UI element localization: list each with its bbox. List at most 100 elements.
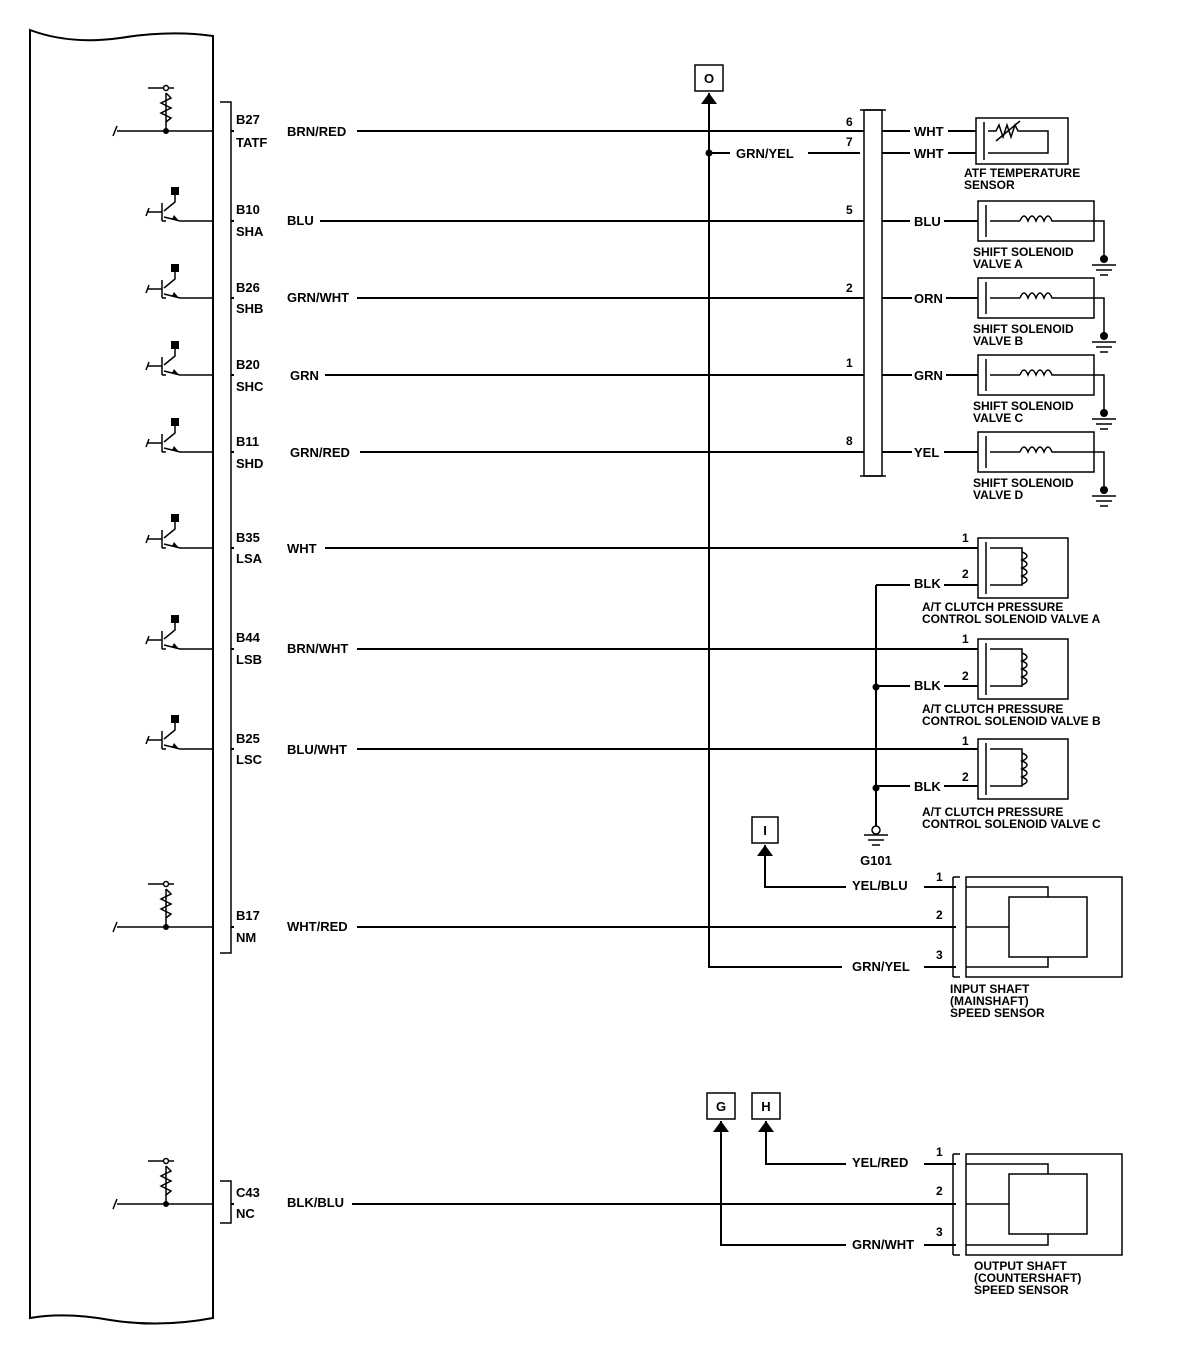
ecm-connector-c xyxy=(220,1180,232,1224)
ecm-internal-6 xyxy=(145,615,213,650)
valve-caption-2: CONTROL SOLENOID VALVE C xyxy=(922,817,1101,831)
ecm-row-b44: B44 LSB BRN/WHT xyxy=(236,630,348,667)
pullup-line xyxy=(148,883,174,927)
sensor-pin: 2 xyxy=(936,908,943,922)
emitter-arrow-icon xyxy=(172,743,179,749)
clutch-valve-b: 1 2 BLK A/T CLUTCH PRESSURE CONTROL SOLE… xyxy=(876,632,1101,728)
solenoid-caption-1: SHIFT SOLENOID xyxy=(973,245,1074,259)
arrow-up-icon xyxy=(758,1121,774,1132)
harness-out-wire: WHT xyxy=(914,124,944,139)
clutch-valve-c: 1 2 BLK A/T CLUTCH PRESSURE CONTROL SOLE… xyxy=(876,734,1101,831)
pin-label: B35 xyxy=(236,530,260,545)
solenoid-caption-1: SHIFT SOLENOID xyxy=(973,322,1074,336)
pullup-terminal xyxy=(162,1157,170,1165)
ecm-internal-9 xyxy=(112,1157,213,1210)
signal-label: LSB xyxy=(236,652,262,667)
ecm-row-b26: B26 SHB GRN/WHT xyxy=(236,280,349,316)
ecm-row-b10: B10 SHA BLU xyxy=(236,202,314,239)
solenoid-caption-1: SHIFT SOLENOID xyxy=(973,399,1074,413)
output-wire-3-label: GRN/WHT xyxy=(852,1237,914,1252)
transistor-icon xyxy=(145,195,213,222)
ecm-internal-8 xyxy=(112,880,213,933)
coil-icon xyxy=(1019,652,1028,686)
pin-label: B20 xyxy=(236,357,260,372)
ecm-row-c43: C43 NC BLK/BLU xyxy=(236,1185,344,1221)
ground-icon xyxy=(1092,418,1116,430)
atf-sensor-caption-2: SENSOR xyxy=(964,178,1015,192)
valve-caption-1: A/T CLUTCH PRESSURE xyxy=(922,702,1063,716)
connector-g-label: G xyxy=(716,1099,726,1114)
transistor-collector xyxy=(171,418,179,426)
atf-temperature-sensor: ATF TEMPERATURE SENSOR xyxy=(964,117,1080,192)
wire-color-label: BLK/BLU xyxy=(287,1195,344,1210)
ecm-row-b20: B20 SHC GRN xyxy=(236,357,319,394)
solenoid-lead xyxy=(990,451,1105,490)
splice-dot xyxy=(872,784,880,792)
branch-wire-label: GRN/YEL xyxy=(736,146,794,161)
sensor-pin: 3 xyxy=(936,948,943,962)
transistor-icon xyxy=(145,623,213,650)
solenoid-caption-2: VALVE D xyxy=(973,488,1024,502)
transistor-icon xyxy=(145,272,213,299)
transistor-icon xyxy=(145,349,213,376)
pin-label: B10 xyxy=(236,202,260,217)
input-wire-1-label: YEL/BLU xyxy=(852,878,908,893)
sensor-pin: 3 xyxy=(936,1225,943,1239)
shift-solenoid-valves: SHIFT SOLENOID VALVE A SHIFT SOLENOID VA… xyxy=(973,200,1116,507)
clutch-pressure-valves: 1 2 BLK A/T CLUTCH PRESSURE CONTROL SOLE… xyxy=(876,531,1101,831)
ground-eyelet-icon xyxy=(871,825,881,835)
solenoid-lead xyxy=(990,297,1105,336)
ground-g101: G101 xyxy=(860,585,892,868)
output-shaft-speed-sensor: YEL/RED GRN/WHT 1 2 3 OUTPUT SHAFT (COUN… xyxy=(852,1145,1123,1297)
ecm-internal-7 xyxy=(145,715,213,750)
arrow-up-icon xyxy=(757,845,773,856)
pullup-line xyxy=(148,87,174,131)
ecm-row-b17: B17 NM WHT/RED xyxy=(236,908,348,945)
ecm-module xyxy=(29,28,214,1325)
wire-color-label: BRN/WHT xyxy=(287,641,348,656)
ecm-connector-b xyxy=(220,101,232,954)
coil-icon xyxy=(1019,369,1056,378)
atf-sensor-caption-1: ATF TEMPERATURE xyxy=(964,166,1080,180)
clutch-valve-a: 1 2 BLK A/T CLUTCH PRESSURE CONTROL SOLE… xyxy=(876,531,1101,626)
ground-eyelet-icon xyxy=(1100,255,1108,263)
transmission-harness-connector: 6 7 5 2 1 8 WHT WHT BLU ORN GRN YEL xyxy=(846,109,978,477)
ecm-row-b25: B25 LSC BLU/WHT xyxy=(236,731,347,767)
transistor-collector xyxy=(171,341,179,349)
sensor-pin: 2 xyxy=(936,1184,943,1198)
shift-solenoid-c: SHIFT SOLENOID VALVE C xyxy=(973,354,1116,430)
valve-pin-2: 2 xyxy=(962,669,969,683)
ground-icon xyxy=(864,834,888,846)
valve-caption-2: CONTROL SOLENOID VALVE A xyxy=(922,612,1101,626)
wire-color-label: BRN/RED xyxy=(287,124,346,139)
harness-out-wire: YEL xyxy=(914,445,939,460)
shift-solenoid-d: SHIFT SOLENOID VALVE D xyxy=(973,431,1116,507)
splice-dot xyxy=(163,1201,169,1207)
ecm-internal-0 xyxy=(112,84,213,137)
transistor-icon xyxy=(145,426,213,453)
harness-pin: 6 xyxy=(846,115,853,129)
ecm-pin-rows: B27 TATF BRN/RED B10 SHA BLU B26 SHB GRN… xyxy=(236,112,350,1221)
signal-label: TATF xyxy=(236,135,267,150)
valve-pin-1: 1 xyxy=(962,632,969,646)
splice-dot xyxy=(163,128,169,134)
arrow-up-icon xyxy=(713,1121,729,1132)
ground-icon xyxy=(1092,264,1116,276)
harness-out-wire: WHT xyxy=(914,146,944,161)
emitter-arrow-icon xyxy=(172,292,179,298)
signal-label: SHA xyxy=(236,224,264,239)
emitter-arrow-icon xyxy=(172,643,179,649)
ecm-internal-2 xyxy=(145,264,213,299)
transistor-collector xyxy=(171,264,179,272)
signal-label: LSC xyxy=(236,752,263,767)
valve-pin-2: 2 xyxy=(962,770,969,784)
connector-o-label: O xyxy=(704,71,714,86)
pullup-terminal xyxy=(162,84,170,92)
ground-icon xyxy=(1092,495,1116,507)
signal-label: LSA xyxy=(236,551,263,566)
ecm-internal-1 xyxy=(145,187,213,222)
ground-icon xyxy=(1092,341,1116,353)
valve-caption-1: A/T CLUTCH PRESSURE xyxy=(922,600,1063,614)
harness-pin: 7 xyxy=(846,135,853,149)
harness-pin: 1 xyxy=(846,356,853,370)
